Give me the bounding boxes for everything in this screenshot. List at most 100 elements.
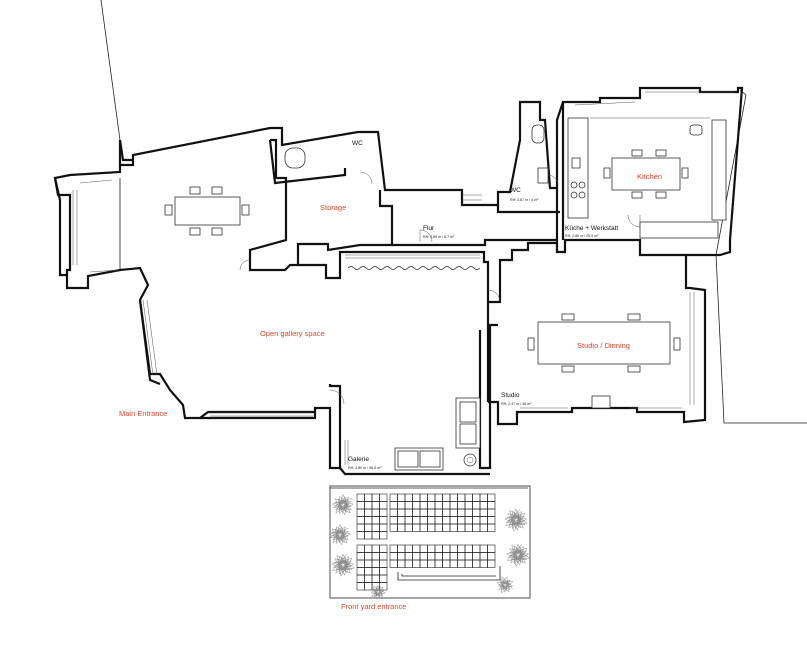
paving-tile bbox=[472, 559, 481, 568]
paving-tile bbox=[379, 544, 388, 553]
paving-tile bbox=[434, 559, 443, 568]
paving-tile bbox=[457, 508, 466, 517]
paving-tile bbox=[356, 508, 365, 517]
paving-tile bbox=[427, 552, 436, 561]
studio-table bbox=[527, 313, 681, 409]
paving-tile bbox=[389, 559, 398, 568]
paving-tile bbox=[427, 501, 436, 510]
paving-tile bbox=[397, 552, 406, 561]
paving-tile bbox=[472, 516, 481, 525]
paving-tile bbox=[434, 508, 443, 517]
paving-tile bbox=[356, 582, 365, 591]
paving-tile bbox=[356, 567, 365, 576]
room-flur: Flur bbox=[423, 225, 435, 232]
paving-tile bbox=[364, 501, 373, 510]
room-flur-info: RH: 2,85 m / 8,7 m² bbox=[423, 235, 455, 239]
paving-tile bbox=[479, 508, 488, 517]
paving-tile bbox=[472, 544, 481, 553]
paving-tile bbox=[364, 531, 373, 540]
paving-tile bbox=[379, 567, 388, 576]
paving-tile bbox=[371, 531, 380, 540]
paving-tile bbox=[356, 574, 365, 583]
planting-scribble bbox=[331, 553, 355, 577]
paving-tile bbox=[442, 559, 451, 568]
paving-tile bbox=[419, 501, 428, 510]
paving-tile bbox=[472, 523, 481, 532]
windows bbox=[72, 91, 735, 417]
paving-tile bbox=[404, 552, 413, 561]
paving-tile bbox=[397, 501, 406, 510]
planting-scribble bbox=[331, 493, 354, 516]
paving-tile bbox=[371, 544, 380, 553]
paving-tile bbox=[457, 493, 466, 502]
paving-tile bbox=[371, 552, 380, 561]
paving-tile bbox=[412, 552, 421, 561]
paving-tile bbox=[487, 508, 496, 517]
paving-tile bbox=[389, 523, 398, 532]
paving-tile bbox=[356, 516, 365, 525]
paving-tile bbox=[397, 523, 406, 532]
room-wc-small-info: RH: 2,87 m / 4 m² bbox=[510, 198, 539, 202]
label-kitchen: Kitchen bbox=[637, 172, 662, 181]
paving-tile bbox=[427, 508, 436, 517]
paving-tile bbox=[449, 552, 458, 561]
paving-tile bbox=[379, 574, 388, 583]
paving-tile bbox=[487, 523, 496, 532]
paving-tile bbox=[419, 552, 428, 561]
paving-tile bbox=[479, 516, 488, 525]
planting-scribble bbox=[504, 508, 528, 532]
paving-tile bbox=[427, 493, 436, 502]
label-studio-dining: Studio / Dinning bbox=[577, 341, 630, 350]
gallery-table bbox=[164, 186, 250, 236]
paving-tile bbox=[442, 493, 451, 502]
paving-tile bbox=[412, 523, 421, 532]
paving-tile bbox=[472, 552, 481, 561]
paving-tile bbox=[412, 493, 421, 502]
paving-tile bbox=[434, 552, 443, 561]
paving-tile bbox=[404, 523, 413, 532]
paving-tile bbox=[442, 501, 451, 510]
paving-tile bbox=[356, 493, 365, 502]
wc-fixtures bbox=[284, 124, 549, 184]
paving-tile bbox=[412, 508, 421, 517]
paving-tile bbox=[379, 531, 388, 540]
paving-tile bbox=[364, 559, 373, 568]
paving-tile bbox=[464, 501, 473, 510]
paving-tile bbox=[404, 501, 413, 510]
paving-tile bbox=[427, 544, 436, 553]
paving-tile bbox=[371, 574, 380, 583]
paving-tile bbox=[379, 516, 388, 525]
paving-tile bbox=[479, 523, 488, 532]
paving-tile bbox=[449, 501, 458, 510]
paving-tile bbox=[404, 508, 413, 517]
paving-tile bbox=[442, 552, 451, 561]
paving-tile bbox=[472, 508, 481, 517]
paving-tile bbox=[371, 516, 380, 525]
paving-tile bbox=[464, 544, 473, 553]
paving-tile bbox=[427, 516, 436, 525]
paving-tile bbox=[442, 544, 451, 553]
paving-tile bbox=[364, 523, 373, 532]
paving-tile bbox=[464, 523, 473, 532]
paving-tile bbox=[379, 582, 388, 591]
room-galerie: Galerie bbox=[348, 456, 369, 463]
paving-tile bbox=[434, 544, 443, 553]
room-studio-info: RH: 2,47 m / 36 m² bbox=[501, 402, 532, 406]
paving-tile bbox=[434, 501, 443, 510]
paving-tile bbox=[364, 574, 373, 583]
paving-tile bbox=[356, 552, 365, 561]
paving-tile bbox=[419, 544, 428, 553]
paving-tile bbox=[356, 501, 365, 510]
paving-tile bbox=[364, 567, 373, 576]
paving-tile bbox=[364, 552, 373, 561]
paving-tile bbox=[419, 559, 428, 568]
label-main-entrance: Main Entrance bbox=[119, 409, 167, 418]
paving-tile bbox=[379, 523, 388, 532]
paving-tile bbox=[371, 508, 380, 517]
paving-tile bbox=[397, 508, 406, 517]
paving-tile bbox=[356, 523, 365, 532]
planting-scribble bbox=[506, 543, 530, 567]
paving-tile bbox=[449, 508, 458, 517]
paving-tile bbox=[379, 559, 388, 568]
paving-tile bbox=[397, 544, 406, 553]
